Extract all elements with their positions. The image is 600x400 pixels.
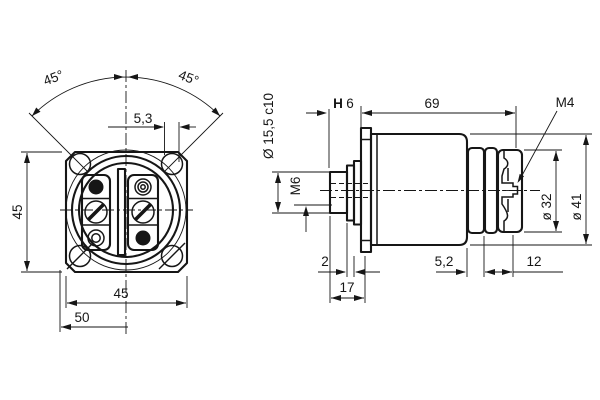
dim-height-45: 45	[10, 151, 62, 273]
dim-label: Ø 15,5 c10	[261, 93, 276, 159]
arrowhead	[128, 74, 138, 80]
dim-5-3: 5,3	[108, 111, 196, 162]
terminal-divider-bar	[116, 167, 127, 257]
dim-shaft-diameter: Ø 15,5 c10	[261, 93, 331, 214]
dim-label: 5,2	[435, 254, 454, 269]
arrowhead	[114, 74, 124, 80]
dim-label: ø 32	[539, 193, 554, 220]
terminal-block	[80, 167, 160, 257]
dim-17: 17	[329, 216, 366, 303]
dim-label: 69	[424, 96, 439, 111]
dim-label: 2	[321, 254, 329, 269]
terminal-contact-dot	[135, 230, 151, 246]
terminal-ring	[87, 229, 105, 247]
dim-label: 50	[74, 310, 89, 325]
face-inner-circle	[77, 161, 175, 259]
mounting-plate	[359, 126, 373, 254]
dim-2: 2	[318, 223, 380, 277]
front-view: 45° 45°	[10, 67, 224, 336]
dim-body-diameter: ø 41	[470, 133, 592, 246]
screw-slot	[158, 242, 186, 270]
angle-arc	[31, 76, 221, 117]
angle-left-label: 45°	[41, 67, 65, 88]
terminal-screw	[131, 200, 155, 224]
thread-label: M6	[288, 177, 303, 196]
dim-12: 12	[485, 235, 563, 277]
terminal-contact-dot	[88, 179, 104, 195]
arrowhead	[211, 107, 220, 116]
end-cap	[496, 148, 524, 234]
dim-label: 45	[10, 204, 25, 219]
mounting-flange-outline	[64, 150, 189, 274]
dim-label: 12	[526, 254, 541, 269]
cap-inner-profile	[501, 151, 519, 231]
label-m6: M6	[288, 177, 332, 232]
shaft-collar	[328, 170, 349, 215]
dim-label: ø 41	[569, 193, 584, 220]
side-view: H 6 69 M4 Ø 15,5 c10	[261, 93, 592, 303]
terminal-ring	[134, 178, 152, 196]
dim-label: 5,3	[134, 111, 153, 126]
dim-label-6: 6	[346, 96, 354, 111]
dim-label-h: H	[333, 96, 343, 111]
angle-right-label: 45°	[176, 67, 200, 88]
dim-cap-diameter: ø 32	[524, 149, 562, 233]
label-m4: M4	[517, 95, 575, 183]
terminal-screw	[84, 200, 108, 224]
terminal-column-left	[80, 173, 112, 252]
dim-5-2: 5,2	[435, 236, 485, 277]
arrowhead	[32, 107, 41, 116]
dim-69: 69	[360, 96, 517, 148]
dim-label: 17	[339, 280, 354, 295]
angle-line-left	[28, 112, 89, 173]
dim-label: 45	[113, 286, 128, 301]
corner-screws	[66, 152, 186, 270]
thread-label: M4	[556, 95, 575, 110]
dim-width-45: 45	[65, 276, 188, 308]
face-outer-circle	[70, 154, 182, 266]
dim-overall-50: 50	[59, 270, 128, 332]
housing-body	[369, 132, 469, 247]
angle-line-right	[163, 112, 224, 173]
screw-slot	[66, 242, 94, 270]
dim-h6: H 6	[306, 96, 354, 168]
terminal-column-right	[126, 173, 160, 252]
